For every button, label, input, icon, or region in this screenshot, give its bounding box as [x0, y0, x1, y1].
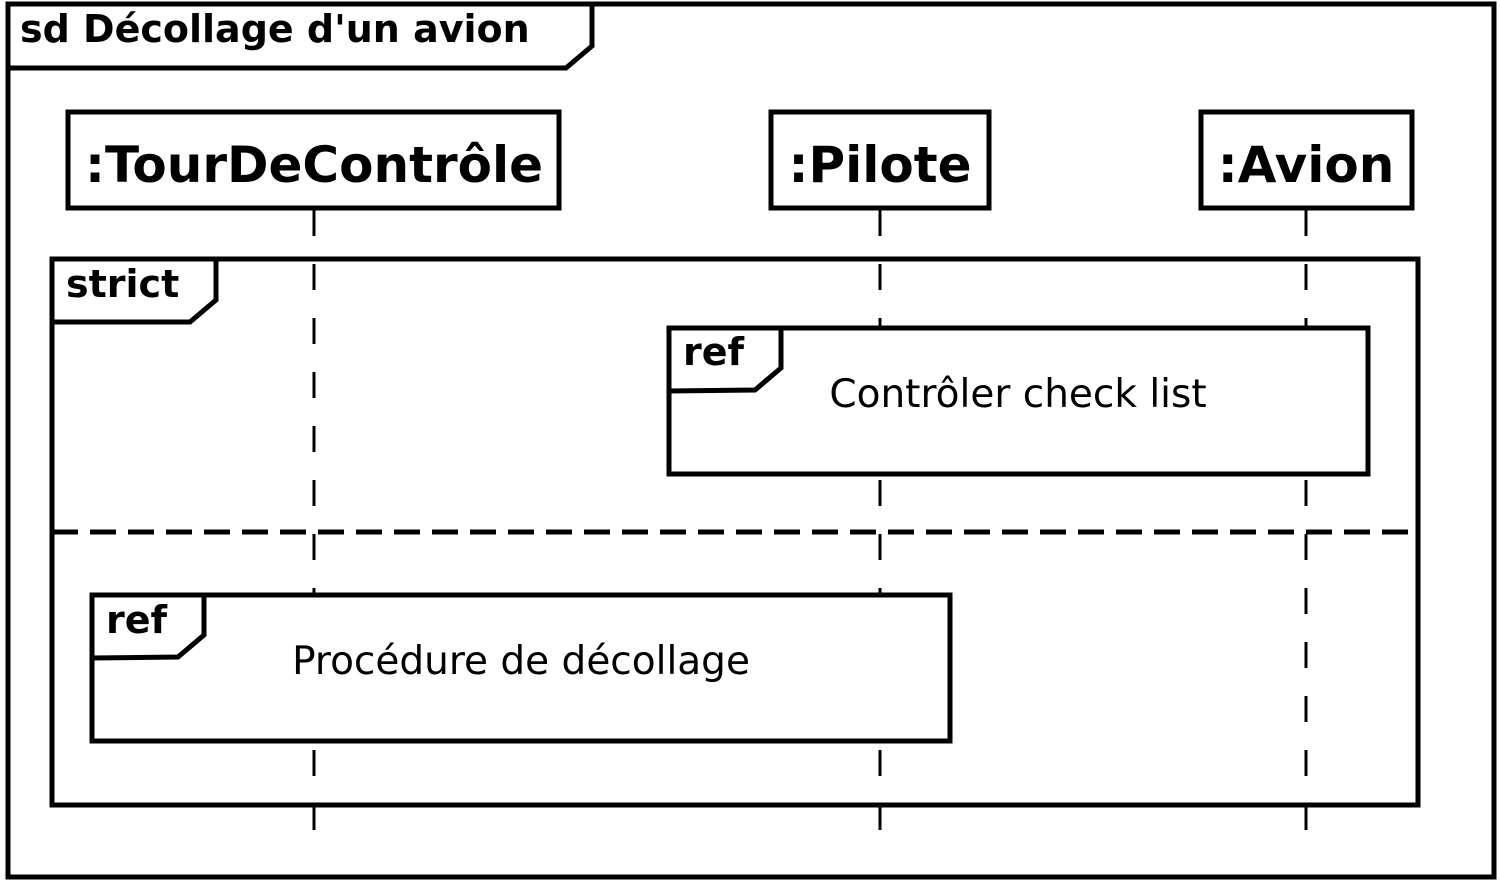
lifeline-name: :Pilote — [788, 136, 971, 194]
ref-tab — [91, 595, 207, 661]
lifeline-name: :Avion — [1218, 136, 1395, 194]
strict-operator-label: strict — [66, 262, 179, 306]
lifeline-name: :TourDeContrôle — [85, 136, 543, 194]
ref-procedure-de-decollage: ref Procédure de décollage — [89, 592, 953, 744]
lifeline-pilote: :Pilote — [768, 109, 992, 211]
sd-frame-tab — [8, 4, 595, 71]
strict-fragment: strict — [49, 256, 1421, 808]
sd-frame-title: sd Décollage d'un avion — [20, 7, 530, 51]
ref-label: Procédure de décollage — [292, 639, 750, 684]
lifeline-avion: :Avion — [1198, 109, 1415, 211]
ref-box — [666, 325, 1371, 477]
ref-box — [89, 592, 953, 744]
ref-keyword: ref — [683, 330, 745, 374]
lifeline-head-box — [65, 109, 562, 211]
lifeline-head-box — [768, 109, 992, 211]
ref-tab — [668, 328, 784, 394]
ref-keyword: ref — [106, 598, 168, 642]
lifeline-head-box — [1198, 109, 1415, 211]
sd-frame-border — [5, 1, 1497, 880]
ref-label: Contrôler check list — [829, 372, 1206, 417]
ref-controler-check-list: ref Contrôler check list — [666, 325, 1371, 477]
strict-fragment-tab — [52, 259, 219, 325]
lifeline-tour-de-controle: :TourDeContrôle — [65, 109, 562, 211]
sd-frame: sd Décollage d'un avion — [5, 1, 1497, 880]
